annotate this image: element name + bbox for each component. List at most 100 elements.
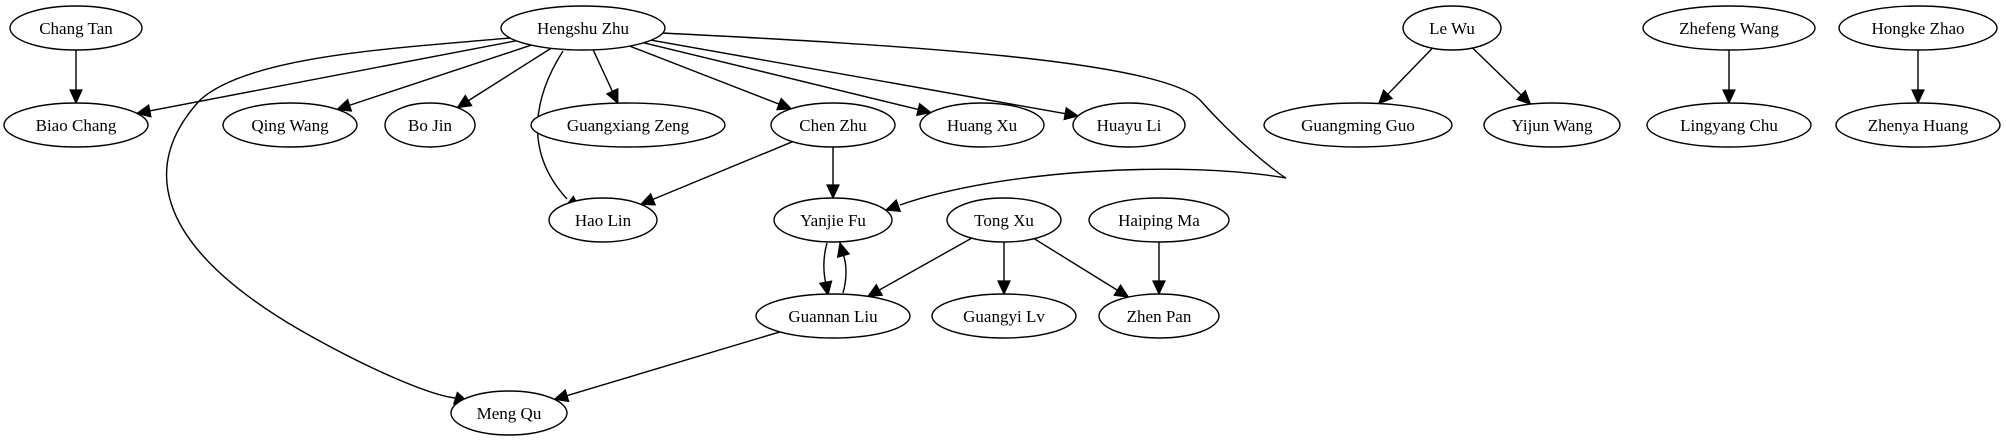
node-ellipse (1646, 102, 1812, 148)
node-label: Chang Tan (39, 19, 113, 38)
arrowhead (639, 192, 657, 206)
node-label: Zhenya Huang (1868, 116, 1969, 135)
node-haiping-ma: Haiping Ma (1088, 197, 1230, 243)
node-label: Hao Lin (575, 211, 632, 230)
node-hao-lin: Hao Lin (548, 197, 658, 243)
edge-line (467, 47, 552, 102)
edge-line (1033, 238, 1119, 292)
node-label: Huang Xu (947, 116, 1018, 135)
arrowhead (335, 98, 353, 112)
arrowhead (1515, 89, 1532, 106)
node-ellipse (9, 5, 143, 51)
node-ellipse (1402, 5, 1502, 51)
node-ellipse (1483, 102, 1621, 148)
edge-line (148, 40, 517, 112)
arrowhead (1063, 106, 1080, 121)
node-label: Meng Qu (477, 404, 542, 423)
node-meng-qu: Meng Qu (450, 390, 568, 436)
edge-hengshu-zhu-to-bo-jin (456, 47, 552, 109)
edge-line (661, 32, 1287, 206)
edge-line (1472, 47, 1523, 97)
node-ellipse (384, 102, 476, 148)
node-hengshu-zhu: Hengshu Zhu (500, 5, 666, 51)
node-label: Qing Wang (251, 116, 329, 135)
edge-line (592, 49, 614, 93)
node-chang-tan: Chang Tan (9, 5, 143, 51)
edge-le-wu-to-yijun-wang (1472, 47, 1532, 106)
arrowhead (775, 97, 793, 111)
node-label: Huayu Li (1097, 116, 1162, 135)
node-ellipse (450, 390, 568, 436)
node-huayu-li: Huayu Li (1072, 102, 1186, 148)
edge-hengshu-zhu-to-chen-zhu (629, 45, 793, 111)
node-label: Hengshu Zhu (537, 19, 630, 38)
node-bo-jin: Bo Jin (384, 102, 476, 148)
edge-guannan-liu-to-meng-qu (553, 331, 781, 403)
node-label: Haiping Ma (1118, 211, 1200, 230)
arrowhead (997, 280, 1011, 296)
node-label: Yijun Wang (1512, 116, 1593, 135)
node-tong-xu: Tong Xu (946, 197, 1062, 243)
edge-chen-zhu-to-yanjie-fu (826, 147, 840, 200)
arrowhead (1152, 280, 1166, 296)
arrowhead (553, 388, 570, 403)
node-le-wu: Le Wu (1402, 5, 1502, 51)
node-ellipse (1098, 293, 1220, 339)
node-zhen-pan: Zhen Pan (1098, 293, 1220, 339)
edge-hengshu-zhu-to-huang-xu (643, 42, 933, 117)
arrowhead (1722, 89, 1736, 105)
node-label: Zhen Pan (1127, 307, 1192, 326)
edge-line (165, 37, 511, 399)
node-label: Guangming Guo (1301, 116, 1415, 135)
node-ellipse (222, 102, 358, 148)
arrowhead (69, 89, 83, 105)
node-qing-wang: Qing Wang (222, 102, 358, 148)
arrowhead (915, 102, 933, 117)
node-yijun-wang: Yijun Wang (1483, 102, 1621, 148)
node-ellipse (1263, 102, 1453, 148)
node-zhenya-huang: Zhenya Huang (1835, 102, 2001, 148)
node-ellipse (773, 197, 893, 243)
node-label: Lingyang Chu (1680, 116, 1778, 135)
arrowhead (1377, 88, 1394, 105)
edge-line (651, 39, 1067, 115)
arrowhead (1911, 89, 1925, 105)
node-label: Yanjie Fu (800, 211, 866, 230)
node-ellipse (530, 102, 726, 148)
edge-line (842, 253, 847, 294)
node-label: Guangxiang Zeng (567, 116, 690, 135)
node-biao-chang: Biao Chang (3, 102, 149, 148)
arrowhead (135, 103, 152, 118)
edge-line (629, 45, 781, 106)
edge-le-wu-to-guangming-guo (1377, 47, 1433, 105)
node-label: Guannan Liu (788, 307, 878, 326)
node-ellipse (946, 197, 1062, 243)
edge-line (1386, 47, 1433, 96)
node-ellipse (919, 102, 1045, 148)
arrowhead (836, 241, 851, 258)
edge-yanjie-fu-to-guannan-liu (818, 242, 833, 297)
node-ellipse (755, 293, 911, 339)
edge-hengshu-zhu-to-qing-wang (335, 44, 532, 112)
edge-hongke-zhao-to-zhenya-huang (1911, 50, 1925, 105)
node-label: Le Wu (1429, 19, 1475, 38)
edge-tong-xu-to-guannan-liu (866, 237, 973, 298)
edge-chen-zhu-to-hao-lin (639, 141, 793, 206)
arrowhead (884, 198, 902, 212)
edge-chang-tan-to-biao-chang (69, 50, 83, 105)
node-guannan-liu: Guannan Liu (755, 293, 911, 339)
node-ellipse (548, 197, 658, 243)
node-hongke-zhao: Hongke Zhao (1838, 5, 1998, 51)
edge-hengshu-zhu-to-guangxiang-zeng (592, 49, 619, 105)
node-yanjie-fu: Yanjie Fu (773, 197, 893, 243)
arrowhead (826, 184, 840, 200)
edge-hengshu-zhu-to-huayu-li (651, 39, 1080, 121)
arrowhead (605, 87, 619, 105)
arrowhead (456, 94, 473, 109)
node-label: Bo Jin (408, 116, 452, 135)
node-ellipse (1838, 5, 1998, 51)
edge-line (878, 237, 973, 292)
node-lingyang-chu: Lingyang Chu (1646, 102, 1812, 148)
edge-line (823, 242, 828, 285)
